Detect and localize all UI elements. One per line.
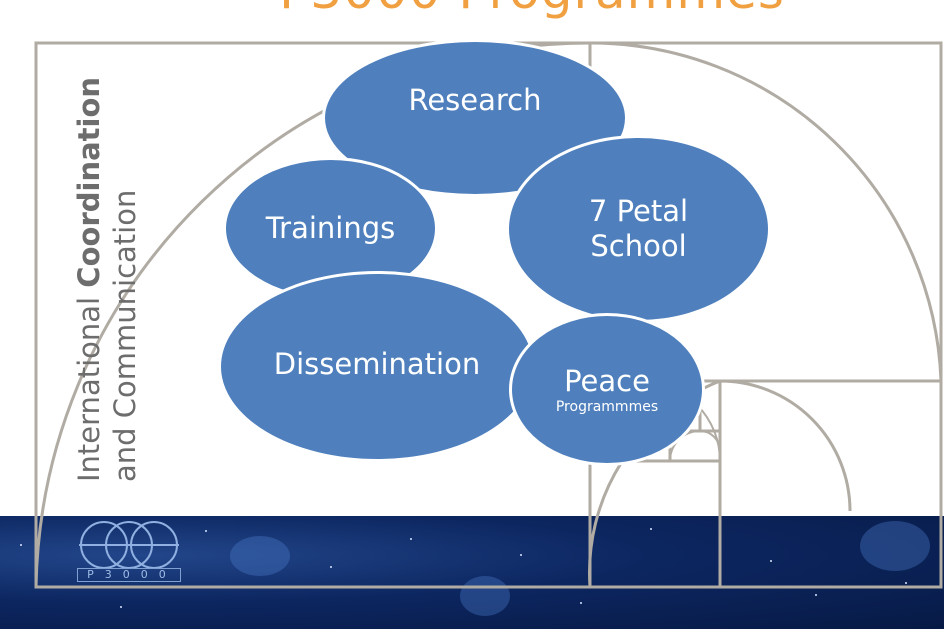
dissemination-bubble: Dissemination <box>218 271 536 462</box>
side-label-line1: International Coordination <box>72 77 106 482</box>
slide-title: P3000 Programmes <box>0 0 944 20</box>
petal-school-bubble: 7 Petal School <box>506 135 771 323</box>
space-background <box>0 516 944 629</box>
logo-text: P3000 <box>77 568 181 582</box>
side-label-bold: Coordination <box>72 76 106 288</box>
petal-school-label-line1: 7 Petal <box>588 194 689 228</box>
star <box>650 528 652 530</box>
star <box>520 554 522 556</box>
star <box>905 582 907 584</box>
peace-label: Peace <box>564 364 650 398</box>
star <box>580 602 582 604</box>
space-glow <box>460 576 510 616</box>
star <box>205 530 207 532</box>
star <box>20 544 22 546</box>
trainings-label: Trainings <box>265 211 396 245</box>
space-glow <box>230 536 290 576</box>
star <box>770 560 772 562</box>
star <box>410 538 412 540</box>
research-label: Research <box>408 82 542 117</box>
star <box>330 566 332 568</box>
side-label-line2: and Communication <box>108 189 142 482</box>
petal-school-label-line2: School <box>590 229 687 263</box>
space-glow <box>860 521 930 571</box>
spiral-arc <box>669 429 721 462</box>
star <box>815 594 817 596</box>
spiral-arc <box>588 379 852 588</box>
peace-programmes-bubble: Peace Programmmes <box>509 313 705 466</box>
side-label-regular: International <box>72 287 106 482</box>
star <box>120 606 122 608</box>
peace-sublabel: Programmmes <box>555 399 659 415</box>
dissemination-label: Dissemination <box>273 347 481 381</box>
